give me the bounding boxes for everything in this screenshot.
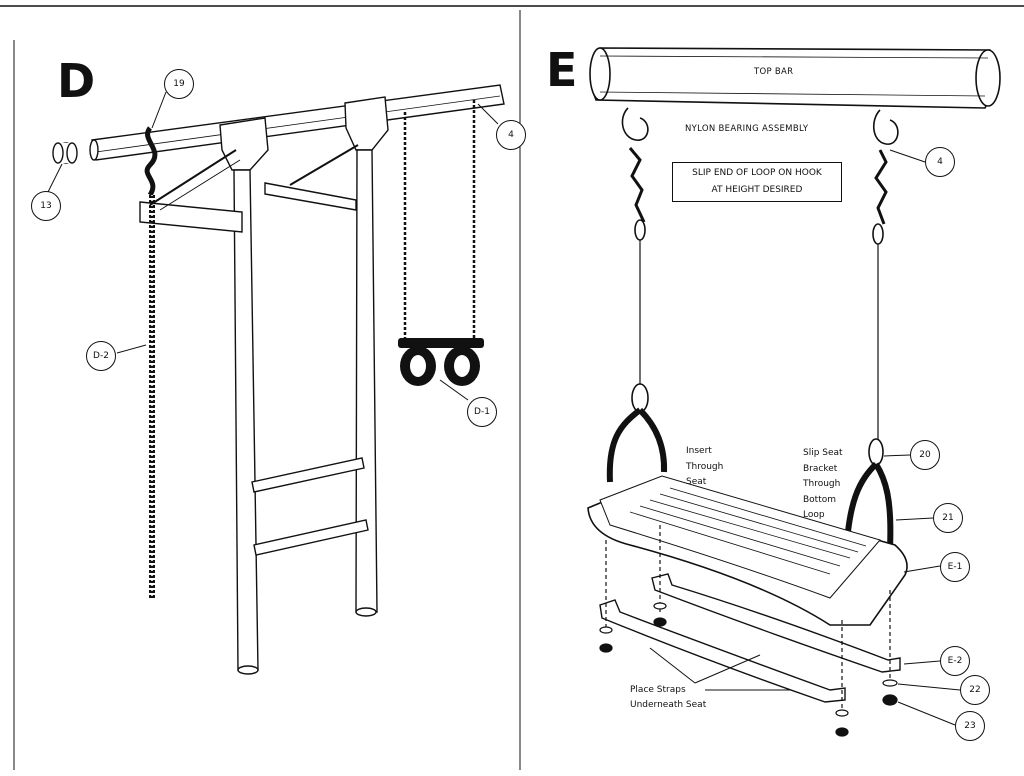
hook-note: SLIP END OF LOOP ON HOOK AT HEIGHT DESIR… — [672, 162, 842, 202]
leaders-e — [649, 149, 961, 726]
swing-seat — [587, 475, 908, 626]
callout-23: 23 — [955, 711, 985, 741]
callout-22: 22 — [960, 675, 990, 705]
hanging-chains — [639, 240, 879, 440]
insert-note-line: Insert — [686, 446, 712, 456]
section-d-letter: D — [57, 54, 96, 108]
straps-note-line: Underneath Seat — [630, 700, 707, 710]
top-bar — [589, 47, 1001, 109]
slip-note: Slip Seat Bracket Through Bottom Loop — [803, 446, 843, 524]
callout-e1: E-1 — [940, 552, 970, 582]
callout-4-e: 4 — [925, 147, 955, 177]
slip-note-line: Slip Seat — [803, 448, 843, 458]
callout-21: 21 — [933, 503, 963, 533]
callout-d1: D-1 — [467, 397, 497, 427]
callout-d2: D-2 — [86, 341, 116, 371]
bearing-label: NYLON BEARING ASSEMBLY — [685, 124, 809, 134]
callout-20: 20 — [910, 440, 940, 470]
seat-straps — [599, 573, 901, 703]
trapeze-rings — [398, 338, 484, 386]
hardware — [599, 525, 898, 737]
callout-e2: E-2 — [940, 646, 970, 676]
end-cap-13 — [52, 142, 78, 164]
straps-note: Place Straps Underneath Seat — [630, 683, 706, 713]
hook-assemblies — [621, 107, 899, 245]
climbing-rope — [144, 126, 158, 598]
gym-frame — [89, 84, 505, 675]
top-bar-label: TOP BAR — [754, 67, 794, 77]
trapeze-chains — [403, 100, 477, 347]
insert-note-line: Through — [686, 461, 724, 472]
insert-note-line: Seat — [686, 477, 707, 487]
hook-note-line1: SLIP END OF LOOP ON HOOK — [692, 168, 822, 178]
leaders-d — [47, 91, 499, 401]
slip-note-line: Bracket — [803, 463, 838, 474]
slip-note-line: Through — [803, 479, 841, 489]
hook-note-line2: AT HEIGHT DESIRED — [711, 185, 803, 195]
slip-note-line: Loop — [803, 510, 825, 520]
straps-note-line: Place Straps — [630, 685, 686, 695]
section-e-letter: E — [546, 43, 578, 97]
callout-4-d: 4 — [496, 120, 526, 150]
insert-note: Insert Through Seat — [686, 444, 723, 491]
slip-note-line: Bottom — [803, 494, 837, 505]
callout-13: 13 — [31, 191, 61, 221]
callout-19: 19 — [164, 69, 194, 99]
